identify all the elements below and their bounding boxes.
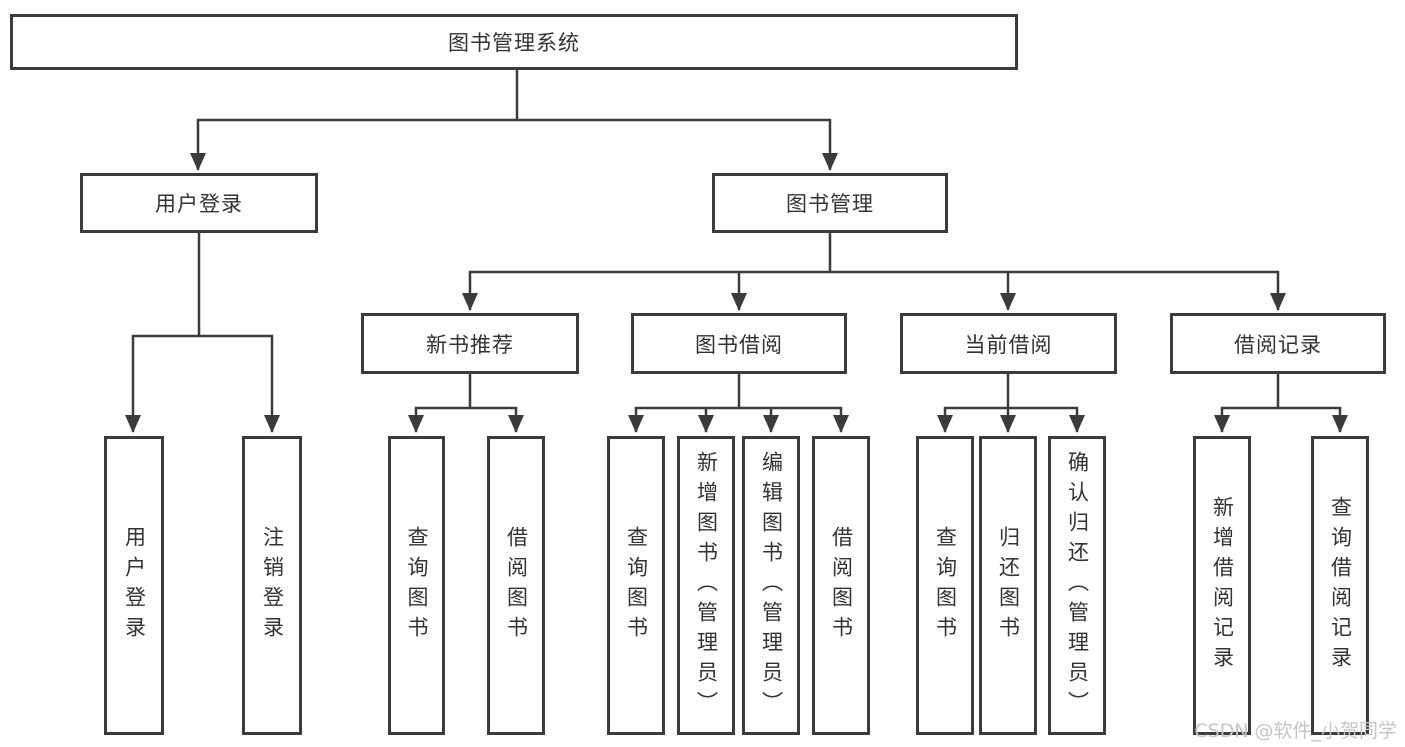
leaf-add-borrow-record: 新增借阅记录 <box>1193 436 1251 735</box>
leaf-borrow-books-recommend: 借阅图书 <box>487 436 545 735</box>
node-user-login: 用户登录 <box>80 173 318 233</box>
leaf-logout-login: 注销登录 <box>242 436 302 735</box>
node-library-management-system: 图书管理系统 <box>10 14 1018 70</box>
leaf-user-login: 用户登录 <box>104 436 164 735</box>
node-label: 查询借阅记录 <box>1328 495 1353 676</box>
node-label: 借阅图书 <box>829 525 854 646</box>
node-label: 新增图书（管理员） <box>694 450 719 721</box>
node-label: 查询图书 <box>933 525 958 646</box>
leaf-return-book: 归还图书 <box>979 436 1037 735</box>
node-borrowing-records: 借阅记录 <box>1170 313 1386 374</box>
leaf-edit-book-admin: 编辑图书（管理员） <box>742 436 800 735</box>
node-label: 图书管理 <box>786 192 874 216</box>
leaf-query-books-current: 查询图书 <box>916 436 974 735</box>
leaf-query-books-borrowing: 查询图书 <box>607 436 665 735</box>
node-label: 注销登录 <box>260 525 285 646</box>
leaf-query-borrow-record: 查询借阅记录 <box>1311 436 1369 735</box>
leaf-borrow-books-borrowing: 借阅图书 <box>812 436 870 735</box>
node-label: 归还图书 <box>996 525 1021 646</box>
leaf-add-book-admin: 新增图书（管理员） <box>677 436 735 735</box>
node-label: 编辑图书（管理员） <box>759 450 784 721</box>
csdn-watermark: CSDN @软件_小贺同学 <box>1194 720 1397 742</box>
node-book-borrowing: 图书借阅 <box>631 313 847 374</box>
node-label: 查询图书 <box>624 525 649 646</box>
node-label: 图书借阅 <box>695 332 783 357</box>
leaf-query-books-recommend: 查询图书 <box>388 436 445 735</box>
node-label: 图书管理系统 <box>448 31 580 55</box>
node-label: 查询图书 <box>405 525 429 646</box>
node-label: 确认归还（管理员） <box>1065 450 1090 721</box>
node-label: 当前借阅 <box>964 332 1053 357</box>
node-label: 用户登录 <box>155 192 243 216</box>
node-label: 新书推荐 <box>426 332 514 357</box>
node-label: 借阅记录 <box>1234 332 1322 357</box>
leaf-confirm-return-admin: 确认归还（管理员） <box>1048 436 1106 735</box>
node-label: 用户登录 <box>122 525 147 646</box>
node-book-management: 图书管理 <box>712 173 948 233</box>
node-label: 借阅图书 <box>504 525 529 646</box>
node-current-borrowing: 当前借阅 <box>900 313 1117 374</box>
node-label: 新增借阅记录 <box>1210 495 1235 676</box>
node-new-book-recommend: 新书推荐 <box>361 313 579 374</box>
